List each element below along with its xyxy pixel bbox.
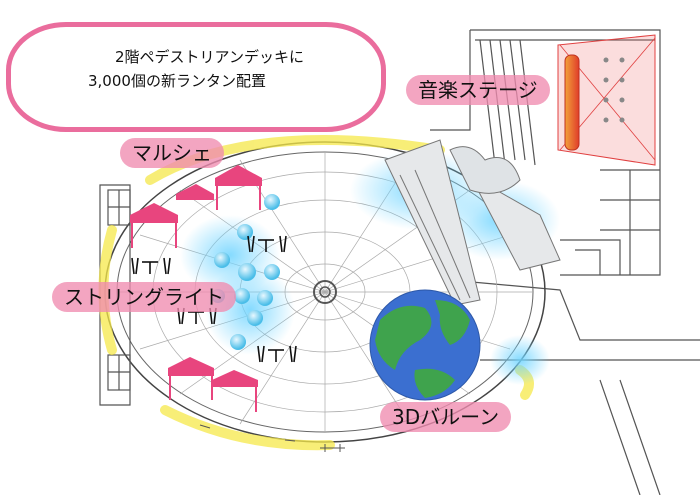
marche-tents <box>130 165 262 412</box>
staircase <box>384 139 561 306</box>
label-marche: マルシェ <box>120 138 224 168</box>
label-music-stage: 音楽ステージ <box>406 75 550 105</box>
globe-balloon-icon <box>369 289 481 401</box>
bottom-posts <box>199 424 345 452</box>
note-outline <box>6 22 386 132</box>
label-3d-balloon: 3Dバルーン <box>380 402 512 432</box>
note-line-2: 3,000個の新ランタン配置 <box>88 72 266 90</box>
stage-lighting <box>557 34 656 166</box>
note-line-1: 2階ペデストリアンデッキに <box>115 48 304 66</box>
stage-building <box>430 29 700 495</box>
label-string-light: ストリングライト <box>52 282 236 312</box>
left-structure <box>99 184 131 406</box>
